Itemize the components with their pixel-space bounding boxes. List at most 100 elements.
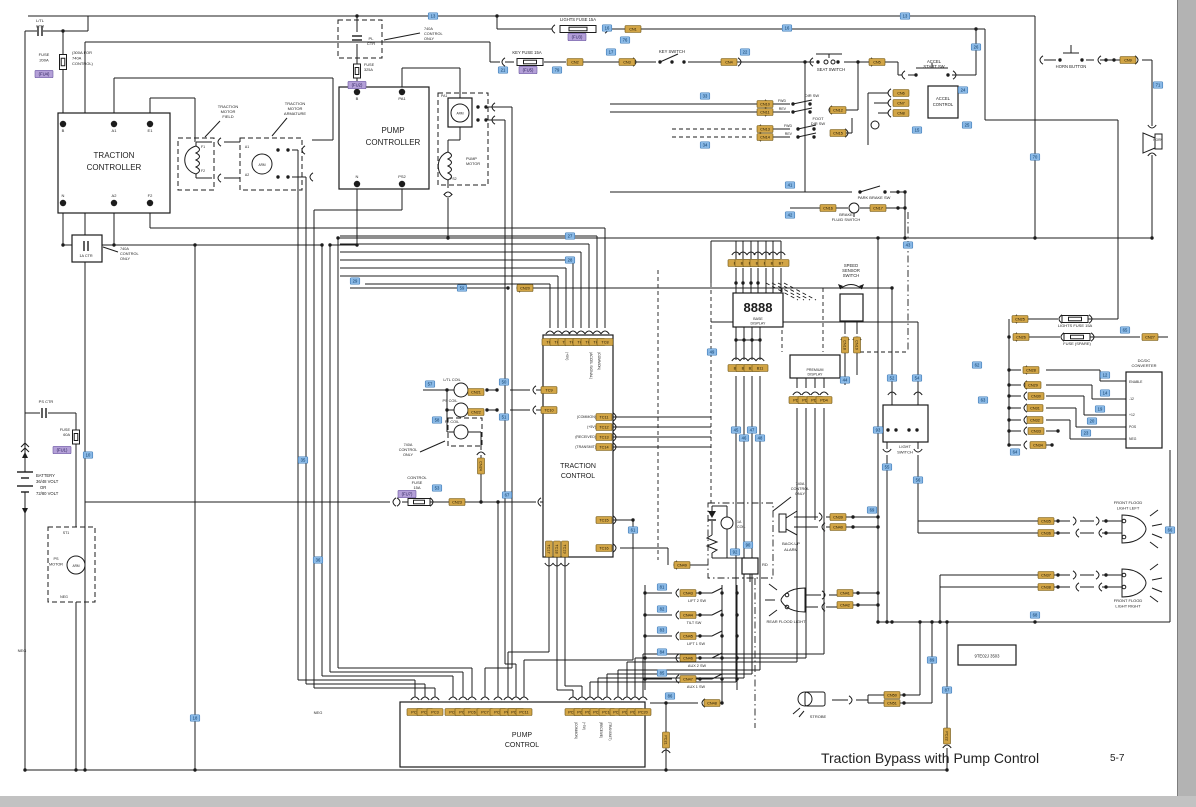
junction-dot <box>445 408 449 412</box>
label: DISPLAY <box>808 373 824 377</box>
wire-number-tag <box>619 36 631 44</box>
connector-tag-label: PC17 <box>613 710 623 714</box>
wire <box>792 99 813 105</box>
junction-dot <box>664 701 668 705</box>
wire-number-tag <box>738 434 750 442</box>
fuse-icon <box>559 25 597 33</box>
connector-tag <box>448 498 466 506</box>
connector-icon <box>819 391 829 396</box>
fuse-icon <box>523 59 537 65</box>
wire-number-tag-label: 45 <box>734 428 739 433</box>
terminal-pin <box>146 120 154 128</box>
label: ALARM <box>784 547 798 552</box>
label: 36/48 VOLT <box>36 479 59 484</box>
connector-tag <box>595 423 613 431</box>
connector-tag-label: PC20 <box>638 710 648 714</box>
wire <box>102 246 119 253</box>
label: (+5V) <box>582 722 586 730</box>
label: PS2 <box>398 174 406 179</box>
connector-tag <box>1011 315 1029 323</box>
connector-tag <box>595 433 613 441</box>
label: NEG <box>60 595 68 599</box>
connector-tag-label: CN22 <box>471 410 481 414</box>
junction-dot <box>276 148 280 152</box>
connector-tag-label: TC9 <box>545 388 552 392</box>
dcdc-converter <box>1125 371 1163 449</box>
junction-dot <box>643 613 647 617</box>
connector-tag <box>673 561 691 569</box>
label: 200A <box>39 58 49 63</box>
connector-tag <box>1027 392 1045 400</box>
junction-dot <box>1056 573 1060 577</box>
connector-tag-label: CN32 <box>1030 418 1040 422</box>
wire-number-tag <box>886 374 898 382</box>
label: 1A <box>737 520 742 524</box>
junction-dot <box>83 768 87 772</box>
dashed-wire <box>777 282 811 301</box>
wire-number-tag-label: 27 <box>568 234 573 239</box>
wire-number-tag-label: 33 <box>703 94 708 99</box>
label: DISPLAY <box>751 322 767 326</box>
connector-tag-label: CN30 <box>1031 394 1041 398</box>
wire-number-tag-label: 70 <box>1033 155 1038 160</box>
ps-motor-outline <box>47 526 96 603</box>
connector-tag <box>679 589 697 597</box>
connector-icon <box>675 674 680 684</box>
connector-tag <box>679 632 697 640</box>
connector-tag <box>595 443 613 451</box>
junction-dot <box>886 428 890 432</box>
junction-dot <box>61 243 65 247</box>
label: CONTROL) <box>72 61 94 66</box>
wire-number-tag <box>881 463 893 471</box>
wire-number-tag-label: 41 <box>788 183 793 188</box>
fuse-icon <box>353 63 361 79</box>
connector-tag-label: TC19 <box>563 544 567 553</box>
junction-dot <box>720 591 724 595</box>
wire-number-tag <box>656 648 668 656</box>
label: ONLY <box>424 37 435 41</box>
connector-icon <box>1023 403 1028 413</box>
connector-icon <box>491 115 496 125</box>
coil-or-motor-icon <box>797 691 813 707</box>
connector-icon <box>1098 528 1103 538</box>
junction-dot <box>670 60 674 64</box>
label: (TRANSMIT) <box>575 445 596 449</box>
coil-or-motor-icon <box>1121 584 1127 590</box>
junction-dot <box>1150 236 1154 240</box>
horn-icon <box>1142 132 1163 154</box>
pump-controller <box>338 86 430 190</box>
label: PL <box>369 36 375 41</box>
junction-dot <box>856 60 860 64</box>
connector-tag-label: CN3 <box>623 60 631 64</box>
connector-tag <box>566 58 584 66</box>
connector-icon <box>1075 582 1080 592</box>
junction-dot <box>479 500 483 504</box>
label: 740A <box>404 443 413 447</box>
junction-dot <box>902 701 906 705</box>
junction-dot <box>1104 58 1108 62</box>
connector-tag <box>662 731 670 749</box>
junction-dot <box>355 14 359 18</box>
wire-number-tag-label: 92 <box>733 550 738 555</box>
connector-tag <box>892 99 910 107</box>
label: CTR <box>367 41 375 46</box>
connector-tag <box>703 699 721 707</box>
junction-dot <box>485 408 489 412</box>
connector-icon <box>887 108 892 118</box>
label: ARM <box>72 564 79 568</box>
junction-dot <box>756 281 760 285</box>
wire-number-tag-label: 53 <box>435 486 440 491</box>
junction-dot <box>720 634 724 638</box>
page-gutter[interactable] <box>1177 0 1196 807</box>
connector-icon <box>818 512 823 522</box>
connector-icon <box>217 137 222 147</box>
connector-tag <box>836 589 854 597</box>
wire-number-tag-label: 68 <box>1033 613 1038 618</box>
connector-tag <box>596 338 614 346</box>
label: SPEED <box>844 263 858 268</box>
label: HORN <box>1153 138 1163 142</box>
terminal-pin <box>353 180 361 188</box>
label: BATTERY <box>36 473 55 478</box>
connector-icon <box>576 330 586 335</box>
connector-icon <box>532 385 537 395</box>
